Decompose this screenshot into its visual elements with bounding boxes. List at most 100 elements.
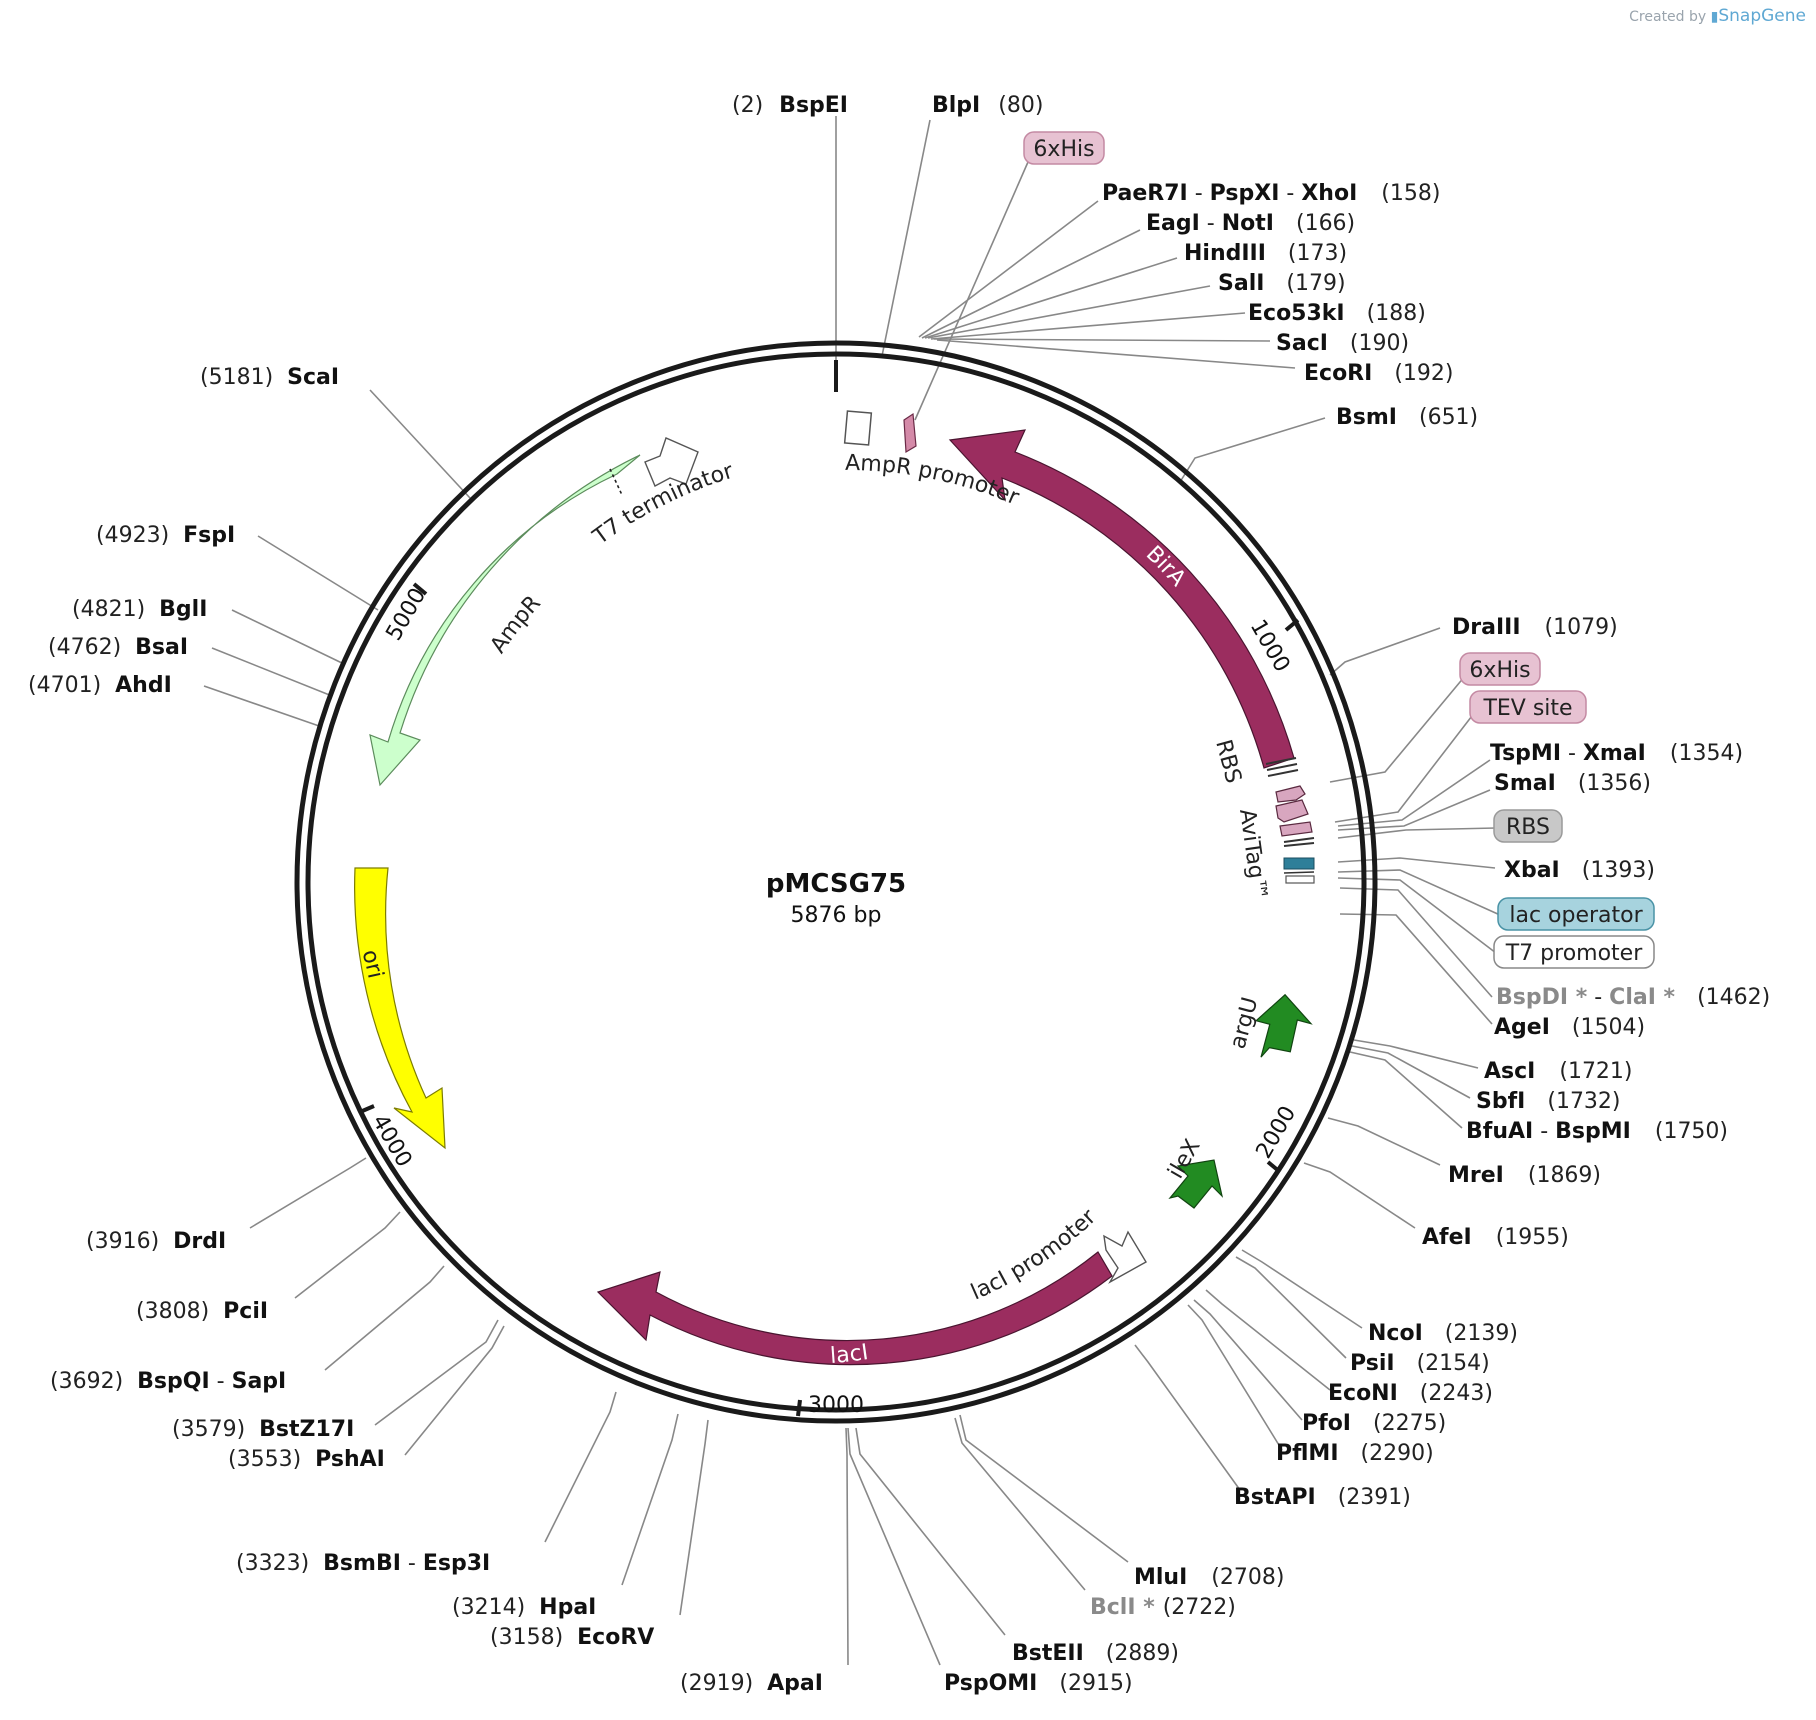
feature-lacop-mark[interactable] [1283, 857, 1315, 870]
site-pcii[interactable]: (3808)PciI [136, 1299, 268, 1324]
feature-ampr-arrow[interactable] [369, 454, 641, 787]
site-hpai[interactable]: (3214)HpaI [452, 1595, 596, 1620]
leader-xbai [1337, 857, 1496, 869]
site-blpi[interactable]: BlpI(80) [932, 93, 1043, 118]
site-fspi[interactable]: (4923)FspI [96, 523, 235, 548]
snapgene-logo-icon: ▮ [1710, 9, 1719, 25]
leader-6xhis-top [914, 161, 1029, 421]
leader-bsteii [855, 1427, 1006, 1636]
site-bspei[interactable]: (2)BspEI [732, 93, 848, 118]
feature-argu-arrow[interactable] [1240, 991, 1318, 1066]
site-psii[interactable]: PsiI(2154) [1350, 1351, 1490, 1376]
leader-sali [927, 285, 1211, 339]
site-bfuai-group[interactable]: BfuAI - BspMI(1750) [1466, 1119, 1728, 1144]
site-bstapi[interactable]: BstAPI(2391) [1234, 1485, 1411, 1510]
feature-ampr-text: AmpR [486, 591, 546, 658]
site-afei[interactable]: AfeI(1955) [1422, 1225, 1569, 1250]
site-hindiii[interactable]: HindIII(173) [1184, 241, 1347, 266]
site-ecori[interactable]: EcoRI(192) [1304, 361, 1453, 386]
leader-mrei [1327, 1117, 1441, 1166]
leader-bstapi [1134, 1344, 1241, 1491]
feature-6xhis-right-mark[interactable] [1275, 785, 1306, 803]
box-text: T7 promoter [1505, 941, 1643, 966]
site-saci[interactable]: SacI(190) [1276, 331, 1409, 356]
leader-hindiii [924, 257, 1178, 339]
site-ncoi[interactable]: NcoI(2139) [1368, 1321, 1518, 1346]
site-pflmi[interactable]: PflMI(2290) [1276, 1441, 1434, 1466]
feature-lacipro-arrow[interactable] [1103, 1230, 1147, 1284]
leader-ncoi [1241, 1249, 1363, 1329]
rbs-mark-1 [1265, 757, 1297, 765]
site-ahdi[interactable]: (4701)AhdI [28, 673, 172, 698]
site-bspdi-group[interactable]: BspDI * - ClaI *(1462) [1496, 985, 1770, 1010]
leader-pfoi [1193, 1299, 1303, 1421]
site-bsteii[interactable]: BstEII(2889) [1012, 1641, 1179, 1666]
leader-psii [1235, 1256, 1347, 1359]
feature-box-lacop[interactable]: lac operator [1497, 897, 1655, 931]
site-eagi-group[interactable]: EagI - NotI(166) [1146, 211, 1355, 236]
site-draiii[interactable]: DraIII(1079) [1452, 615, 1618, 640]
site-bspqi-group[interactable]: (3692)BspQI - SapI [50, 1369, 286, 1394]
site-asci[interactable]: AscI(1721) [1484, 1059, 1633, 1084]
leader-pcii [294, 1211, 401, 1299]
box-bg [1497, 897, 1655, 931]
leader-bsmbi [544, 1391, 617, 1543]
site-bgli[interactable]: (4821)BglI [72, 597, 207, 622]
leader-blpi [881, 119, 931, 357]
feature-box-rbs[interactable]: RBS [1493, 809, 1563, 843]
leader-econi [1205, 1289, 1331, 1391]
site-mrei[interactable]: MreI(1869) [1448, 1163, 1601, 1188]
feature-t7pro-mark[interactable] [1285, 875, 1315, 884]
leader-eagi [921, 229, 1141, 339]
site-scai[interactable]: (5181)ScaI [200, 365, 339, 390]
site-drdi[interactable]: (3916)DrdI [86, 1229, 226, 1254]
site-pfoi[interactable]: PfoI(2275) [1302, 1411, 1446, 1436]
feature-ori-arrow[interactable] [354, 867, 446, 1150]
tick-3000 [796, 1399, 802, 1417]
plasmid-length: 5876 bp [791, 903, 882, 928]
tick-label-3000: 3000 [808, 1393, 864, 1418]
site-xbai[interactable]: XbaI(1393) [1504, 858, 1655, 883]
site-sbfi[interactable]: SbfI(1732) [1476, 1089, 1621, 1114]
rbs-mark-4 [1283, 837, 1315, 843]
site-smai[interactable]: SmaI(1356) [1494, 771, 1651, 796]
site-apai[interactable]: (2919)ApaI [680, 1671, 823, 1696]
feature-laci-text: lacI [829, 1340, 870, 1369]
feature-ilex-arrow[interactable] [1168, 1159, 1224, 1209]
site-mlui[interactable]: MluI(2708) [1134, 1565, 1284, 1590]
feature-avitag-mark[interactable] [1275, 799, 1309, 823]
site-bsmi[interactable]: BsmI(651) [1336, 405, 1478, 430]
site-agei[interactable]: AgeI(1504) [1494, 1015, 1645, 1040]
site-tspmi-group[interactable]: TspMI - XmaI(1354) [1490, 741, 1743, 766]
site-econi[interactable]: EcoNI(2243) [1328, 1381, 1493, 1406]
leader-6xhis-right [1329, 675, 1466, 783]
feature-t7term-box[interactable] [843, 410, 873, 446]
feature-box-t7pro[interactable]: T7 promoter [1493, 935, 1655, 969]
site-bcli[interactable]: BclI *(2722) [1090, 1595, 1236, 1620]
feature-laci-label: lacI [829, 1340, 870, 1369]
feature-box-tev[interactable]: TEV site [1469, 690, 1587, 724]
box-bg [1469, 690, 1587, 724]
site-sali[interactable]: SalI(179) [1218, 271, 1346, 296]
site-bsmbi-group[interactable]: (3323)BsmBI - Esp3I [236, 1551, 490, 1576]
site-eco53ki[interactable]: Eco53kI(188) [1248, 301, 1426, 326]
site-bstz17i[interactable]: (3579)BstZ17I [172, 1417, 354, 1442]
feature-amppro-arrow[interactable] [644, 437, 699, 487]
site-bsai[interactable]: (4762)BsaI [48, 635, 188, 660]
feature-laci-arrow[interactable] [596, 1251, 1113, 1366]
leader-bfuai [1349, 1051, 1463, 1129]
box-bg [1493, 935, 1655, 969]
feature-box-6xhis-right[interactable]: 6xHis [1459, 652, 1541, 686]
feature-6xhis-top-mark[interactable] [903, 412, 917, 454]
feature-tev-mark[interactable] [1279, 821, 1313, 837]
tick-4000 [359, 1104, 375, 1114]
feature-box-6xhis-top[interactable]: 6xHis [1023, 131, 1105, 165]
site-paer7i-group[interactable]: PaeR7I - PspXI - XhoI(158) [1102, 181, 1440, 206]
leader-ahdi [203, 685, 323, 728]
site-pspomi[interactable]: PspOMI(2915) [944, 1671, 1133, 1696]
site-pshai[interactable]: (3553)PshAI [228, 1447, 385, 1472]
site-labels: (2)BspEI BlpI(80) PaeR7I - PspXI - XhoI(… [28, 93, 1770, 1696]
leader-tev [1334, 711, 1476, 823]
site-ecorv[interactable]: (3158)EcoRV [490, 1625, 654, 1650]
feature-bira-arrow[interactable] [948, 429, 1295, 769]
